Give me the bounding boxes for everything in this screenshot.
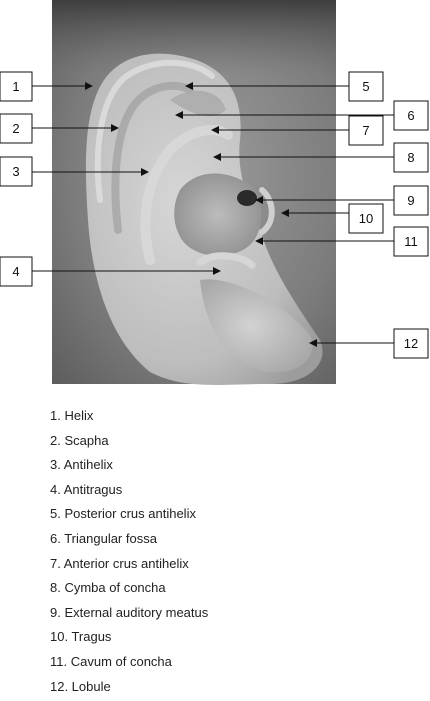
label-box-8: 8 xyxy=(393,142,429,173)
label-number: 4 xyxy=(12,264,19,279)
legend-item: 12. Lobule xyxy=(50,678,111,694)
legend-item: 4. Antitragus xyxy=(50,481,123,497)
label-box-10: 10 xyxy=(348,203,384,234)
legend-item: 1. Helix xyxy=(50,408,94,423)
legend-item: 3. Antihelix xyxy=(50,457,113,473)
legend-item: 2. Scapha xyxy=(50,432,109,448)
ear-anatomy-figure: 1 2 3 4 5 6 7 8 9 10 11 12 xyxy=(0,0,429,385)
label-number: 9 xyxy=(407,193,414,208)
label-box-3: 3 xyxy=(0,156,33,187)
label-number: 11 xyxy=(404,234,418,249)
leader-arrows xyxy=(32,82,394,347)
label-box-4: 4 xyxy=(0,256,33,287)
legend-item: 9. External auditory meatus xyxy=(50,604,209,620)
label-box-9: 9 xyxy=(393,185,429,216)
legend-item: 8. Cymba of concha xyxy=(50,580,166,596)
legend-item: 7. Anterior crus antihelix xyxy=(50,555,189,571)
label-box-6: 6 xyxy=(393,100,429,131)
label-box-1: 1 xyxy=(0,71,33,102)
label-number: 3 xyxy=(12,164,19,179)
legend-list: 1. Helix 2. Scapha 3. Antihelix 4. Antit… xyxy=(50,406,208,701)
label-number: 8 xyxy=(407,150,414,165)
legend-item: 11. Cavum of concha xyxy=(50,653,172,669)
label-number: 6 xyxy=(407,108,414,123)
label-box-12: 12 xyxy=(393,328,429,359)
label-number: 10 xyxy=(359,211,373,226)
label-box-2: 2 xyxy=(0,113,33,144)
label-number: 1 xyxy=(12,79,19,94)
legend-item: 6. Triangular fossa xyxy=(50,530,157,546)
label-number: 7 xyxy=(362,123,369,138)
label-number: 2 xyxy=(12,121,19,136)
label-number: 5 xyxy=(362,79,369,94)
label-box-11: 11 xyxy=(393,226,429,257)
label-box-7: 7 xyxy=(348,115,384,146)
label-box-5: 5 xyxy=(348,71,384,102)
legend-item: 5. Posterior crus antihelix xyxy=(50,506,196,522)
ear-photograph xyxy=(52,0,336,385)
label-number: 12 xyxy=(404,336,418,351)
legend-item: 10. Tragus xyxy=(50,629,112,645)
